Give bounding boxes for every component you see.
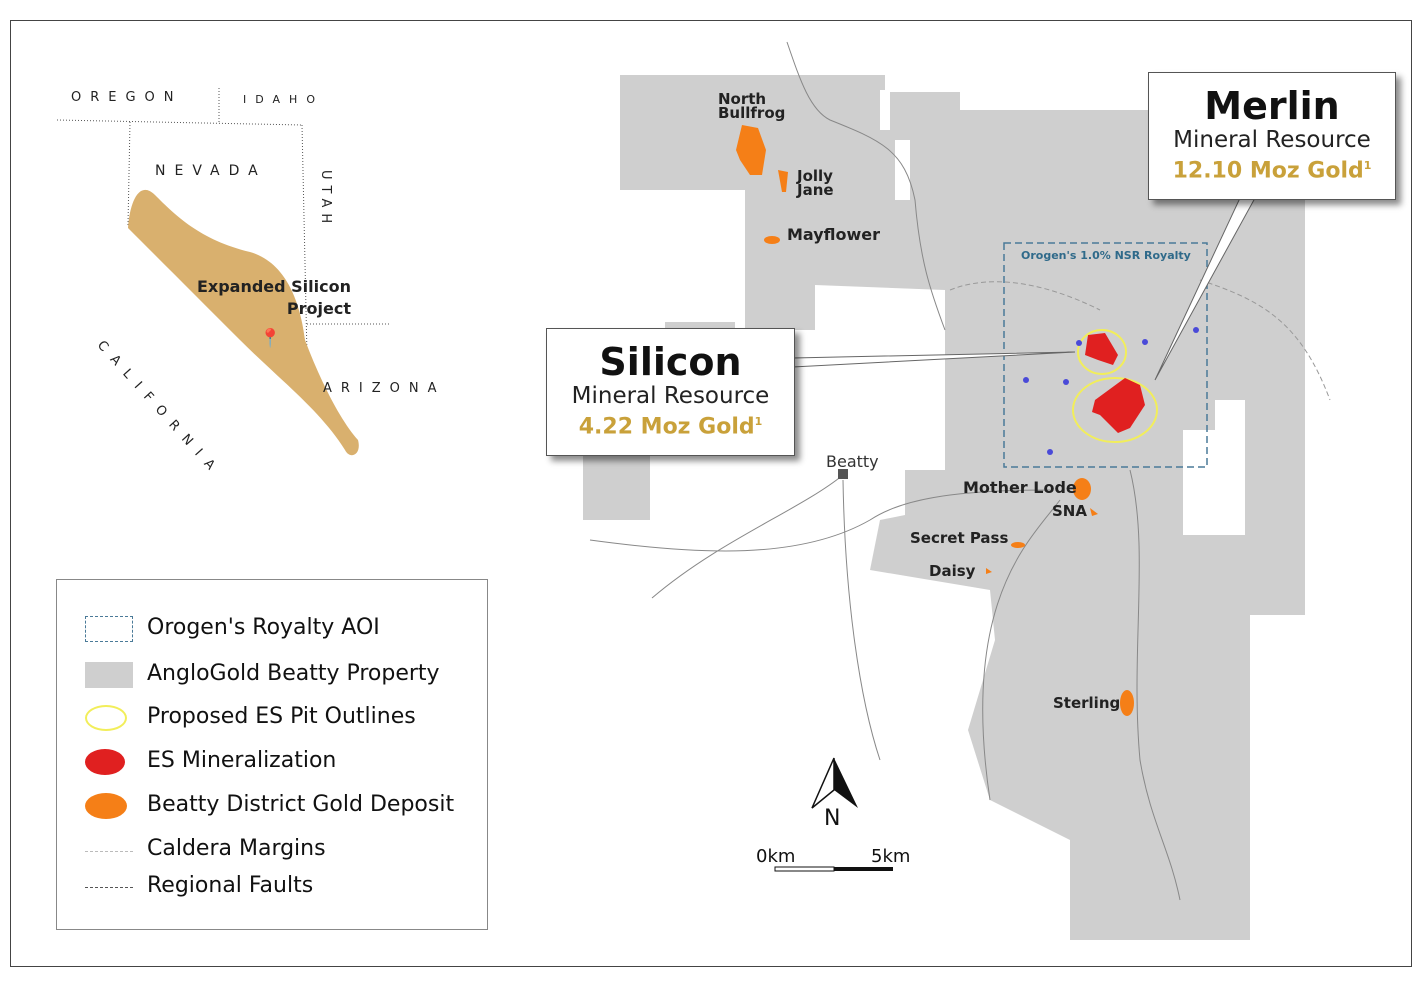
north-label: N bbox=[824, 806, 841, 831]
state-label-arizona: ARIZONA bbox=[323, 381, 446, 396]
legend-item-pit-outlines: Proposed ES Pit Outlines bbox=[57, 702, 487, 732]
deposit-label-sna: SNA bbox=[1052, 502, 1087, 520]
yellow-outline-swatch-icon bbox=[85, 705, 127, 731]
north-arrow-icon bbox=[811, 757, 858, 809]
deposit-label-mayflower: Mayflower bbox=[787, 225, 881, 244]
deposit-label-daisy: Daisy bbox=[929, 562, 976, 580]
silicon-resource-value: 4.22 Moz Gold bbox=[578, 414, 755, 440]
legend-label: Caldera Margins bbox=[147, 836, 326, 861]
gold-deposits bbox=[736, 125, 1134, 716]
scale-end-label: 5km bbox=[871, 846, 911, 867]
legend: Orogen's Royalty AOI AngloGold Beatty Pr… bbox=[56, 579, 488, 930]
legend-item-es-mineralization: ES Mineralization bbox=[57, 746, 487, 776]
scale-start-label: 0km bbox=[756, 846, 796, 867]
inset-borders bbox=[56, 88, 390, 356]
deposit-label-jolly-jane: Jolly Jane bbox=[797, 167, 834, 199]
state-label-oregon: OREGON bbox=[71, 90, 183, 105]
state-label-utah: UTAH bbox=[318, 170, 333, 230]
legend-item-gold-deposit: Beatty District Gold Deposit bbox=[57, 790, 487, 820]
silicon-footnote: 1 bbox=[754, 415, 763, 428]
royalty-label: Orogen's 1.0% NSR Royalty bbox=[1021, 249, 1191, 262]
merlin-title: Merlin bbox=[1204, 84, 1340, 128]
legend-item-property: AngloGold Beatty Property bbox=[57, 659, 487, 689]
legend-item-caldera-margins: Caldera Margins bbox=[57, 834, 487, 864]
deposit-label-secret-pass: Secret Pass bbox=[910, 529, 1009, 547]
legend-label: AngloGold Beatty Property bbox=[147, 661, 440, 686]
state-label-idaho: IDAHO bbox=[243, 93, 324, 106]
merlin-resource-value: 12.10 Moz Gold bbox=[1172, 158, 1364, 184]
legend-label: Proposed ES Pit Outlines bbox=[147, 704, 416, 729]
dashed-line-swatch-icon bbox=[85, 851, 133, 852]
deposit-label-mother-lode: Mother Lode bbox=[963, 478, 1077, 497]
legend-item-regional-faults: Regional Faults bbox=[57, 871, 487, 901]
silicon-callout: Silicon Mineral Resource 4.22 Moz Gold1 bbox=[546, 328, 795, 456]
scale-bar bbox=[774, 866, 893, 872]
merlin-callout: Merlin Mineral Resource 12.10 Moz Gold1 bbox=[1148, 72, 1396, 200]
merlin-subtitle: Mineral Resource bbox=[1173, 127, 1371, 153]
dash-dot-line-swatch-icon bbox=[85, 887, 133, 888]
deposit-label-sterling: Sterling bbox=[1053, 694, 1121, 712]
town-label-beatty: Beatty bbox=[826, 452, 879, 471]
orange-blob-swatch-icon bbox=[85, 793, 127, 819]
silicon-title: Silicon bbox=[599, 340, 742, 384]
drill-points bbox=[1023, 327, 1199, 455]
red-blob-swatch-icon bbox=[85, 749, 125, 775]
es-pit-outlines bbox=[1072, 329, 1158, 443]
regional-faults bbox=[589, 41, 1181, 901]
deposit-label-north-bullfrog: North Bullfrog bbox=[718, 90, 786, 122]
legend-label: Beatty District Gold Deposit bbox=[147, 792, 455, 817]
es-mineralization bbox=[1085, 333, 1145, 433]
beatty-town-marker bbox=[838, 469, 848, 479]
merlin-footnote: 1 bbox=[1363, 159, 1372, 172]
legend-label: Orogen's Royalty AOI bbox=[147, 615, 380, 640]
project-label: Expanded Silicon Project bbox=[196, 277, 351, 318]
map-frame bbox=[10, 20, 1412, 967]
gray-swatch-icon bbox=[85, 662, 133, 688]
map-pin-icon: 📍 bbox=[259, 328, 282, 349]
caldera-margins bbox=[949, 279, 1331, 401]
silicon-subtitle: Mineral Resource bbox=[571, 383, 770, 409]
expanded-silicon-project-area bbox=[128, 189, 359, 456]
dashed-box-swatch-icon bbox=[85, 616, 133, 642]
state-label-nevada: NEVADA bbox=[155, 163, 267, 179]
legend-item-royalty-aoi: Orogen's Royalty AOI bbox=[57, 613, 487, 643]
anglogold-property bbox=[583, 75, 1305, 940]
legend-label: ES Mineralization bbox=[147, 748, 337, 773]
legend-label: Regional Faults bbox=[147, 873, 314, 898]
property-gaps bbox=[880, 90, 1245, 535]
